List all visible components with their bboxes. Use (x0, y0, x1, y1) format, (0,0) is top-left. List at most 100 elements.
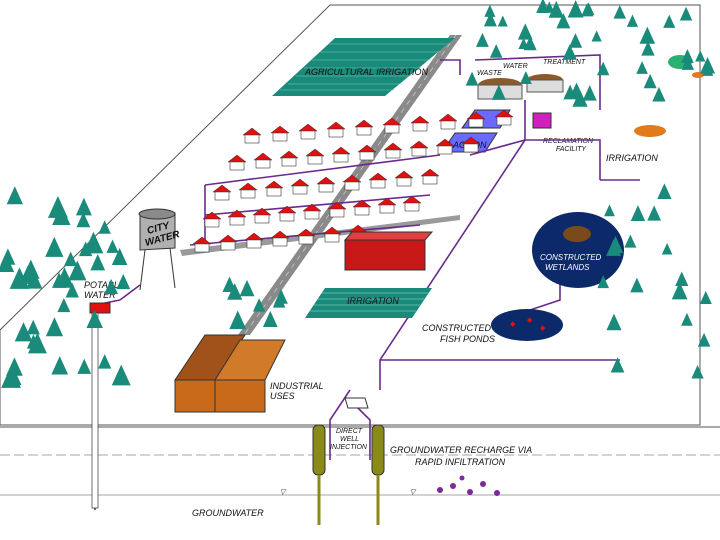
injection-label: INJECTION (330, 444, 368, 451)
tree (98, 354, 112, 369)
water-table-mark-2: ▽ (410, 489, 417, 496)
tree (57, 297, 71, 313)
tree (581, 3, 594, 17)
fish-icon-3: ◆ (540, 324, 546, 332)
house (327, 201, 347, 218)
treatment-tank-2-body (526, 79, 564, 93)
tree (76, 212, 91, 228)
tree (607, 236, 624, 254)
tree (229, 310, 247, 330)
house (352, 199, 372, 216)
tree (51, 356, 69, 375)
house (438, 113, 458, 130)
tree (483, 12, 497, 27)
tree (679, 6, 693, 21)
tree (544, 1, 555, 13)
house (242, 127, 262, 144)
house (494, 109, 514, 126)
house (435, 138, 455, 155)
tree (641, 40, 655, 56)
tree (239, 279, 255, 297)
irrigation-field-center (305, 288, 432, 318)
tree (52, 272, 67, 288)
house (270, 230, 290, 247)
tree (489, 44, 503, 58)
house (409, 140, 429, 157)
tree (604, 204, 615, 217)
tree (647, 205, 662, 221)
tree (104, 278, 119, 295)
house (238, 182, 258, 199)
recharge-label-1: GROUNDWATER RECHARGE VIA (390, 445, 532, 455)
tree (26, 270, 43, 289)
tree (597, 275, 610, 289)
tree (77, 358, 92, 374)
field-rows (280, 43, 450, 91)
tree (111, 364, 131, 386)
injection-valve (344, 397, 369, 409)
fish-ponds (491, 309, 563, 341)
house (264, 180, 284, 197)
house (277, 205, 297, 222)
tree (0, 253, 15, 272)
tree (252, 298, 266, 312)
potable-well-pipe (91, 312, 99, 509)
tree (697, 332, 711, 347)
irrigation-right-label: IRRIGATION (606, 153, 658, 163)
house (279, 150, 299, 167)
house (322, 226, 342, 243)
injection-well-2 (371, 424, 385, 476)
house (302, 203, 322, 220)
tree (86, 309, 103, 329)
house (218, 234, 238, 251)
tree (90, 254, 106, 271)
house (382, 117, 402, 134)
tree (476, 32, 489, 47)
fish-icon-1: ◆ (510, 320, 516, 328)
tree (610, 357, 625, 373)
treatment-label: TREATMENT (543, 59, 586, 66)
house (368, 172, 388, 189)
tree (567, 0, 584, 18)
tree (83, 231, 104, 254)
tree (639, 26, 656, 44)
tree (606, 313, 622, 331)
tower-leg-2 (169, 247, 176, 289)
direct-label: DIRECT (336, 428, 363, 435)
house (354, 119, 374, 136)
tree (624, 234, 637, 248)
tree (227, 283, 243, 300)
reclamation-facility (532, 112, 552, 129)
tree (681, 49, 694, 63)
irrigation-center-label: IRRIGATION (347, 296, 399, 306)
tree (45, 236, 64, 257)
house (202, 211, 222, 228)
house (227, 209, 247, 226)
tree (671, 282, 688, 300)
tree (491, 84, 506, 100)
tree (681, 312, 693, 326)
tree (497, 15, 508, 27)
tree (613, 4, 626, 19)
tree (22, 259, 40, 279)
tree (75, 197, 92, 216)
agricultural-irrigation-field (272, 38, 455, 96)
recharge-label-2: RAPID INFILTRATION (415, 457, 506, 467)
house (420, 168, 440, 185)
tower-leg-1 (139, 249, 146, 291)
industrial-roof-2 (214, 339, 286, 381)
potable-water-label: WATER (84, 290, 116, 300)
tree (65, 282, 79, 298)
house (270, 125, 290, 142)
tree (7, 369, 22, 386)
tree (582, 85, 597, 101)
tree (652, 86, 666, 102)
tree (518, 37, 529, 50)
house (466, 111, 486, 128)
tree (630, 205, 646, 221)
tree (568, 33, 583, 48)
tree (681, 56, 695, 70)
wetlands-label-1: CONSTRUCTED (540, 253, 602, 262)
house (331, 146, 351, 163)
waste-label: WASTE (477, 70, 502, 77)
